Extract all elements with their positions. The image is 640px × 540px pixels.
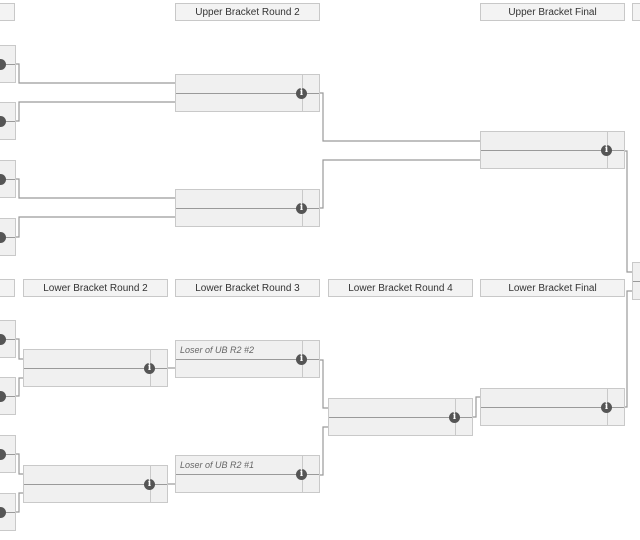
info-icon[interactable]: i (601, 402, 612, 413)
lb-r3-match-2[interactable]: Loser of UB R2 #1 i (175, 455, 320, 493)
round-header-lower-round-4: Lower Bracket Round 4 (328, 279, 473, 297)
lb-r2-match-1[interactable]: i (23, 349, 168, 387)
round-header-lower-final: Lower Bracket Final (480, 279, 625, 297)
info-icon[interactable]: i (296, 354, 307, 365)
info-icon[interactable]: i (296, 203, 307, 214)
ub-r1-match-1[interactable] (0, 45, 16, 83)
slot-top (329, 399, 457, 417)
info-icon[interactable] (0, 116, 6, 127)
slot-top (176, 75, 304, 93)
info-icon[interactable] (0, 334, 6, 345)
slot-top (24, 466, 152, 484)
slot-bottom (481, 151, 609, 169)
info-icon[interactable] (0, 449, 6, 460)
info-icon[interactable]: i (144, 363, 155, 374)
slot-top: Loser of UB R2 #2 (180, 345, 255, 355)
slot-bottom (481, 408, 609, 426)
slot-bottom (176, 360, 304, 378)
info-icon[interactable]: i (601, 145, 612, 156)
slot-bottom (176, 475, 304, 493)
slot-top: Loser of UB R2 #1 (180, 460, 255, 470)
lb-r1-match-2[interactable] (0, 377, 16, 415)
lb-r4-match[interactable]: i (328, 398, 473, 436)
info-icon[interactable]: i (144, 479, 155, 490)
slot-bottom (176, 209, 304, 227)
info-icon[interactable]: i (296, 469, 307, 480)
lb-r2-match-2[interactable]: i (23, 465, 168, 503)
info-icon[interactable] (0, 391, 6, 402)
round-header-right-upper (632, 3, 640, 21)
lb-final-match[interactable]: i (480, 388, 625, 426)
slot-bottom (24, 485, 152, 503)
grand-final-match[interactable] (632, 262, 640, 300)
ub-r1-match-4[interactable] (0, 218, 16, 256)
slot-top (24, 350, 152, 368)
slot-bottom (176, 94, 304, 112)
round-header-left-lower (0, 279, 15, 297)
info-icon[interactable] (0, 174, 6, 185)
lb-r1-match-1[interactable] (0, 320, 16, 358)
slot-bottom (24, 369, 152, 387)
round-header-upper-final: Upper Bracket Final (480, 3, 625, 21)
ub-r1-match-2[interactable] (0, 102, 16, 140)
ub-r2-match-1[interactable]: i (175, 74, 320, 112)
slot-bottom (329, 418, 457, 436)
lb-r1-match-3[interactable] (0, 435, 16, 473)
info-icon[interactable]: i (296, 88, 307, 99)
slot-top (176, 190, 304, 208)
info-icon[interactable] (0, 507, 6, 518)
round-header-lower-round-2: Lower Bracket Round 2 (23, 279, 168, 297)
slot-top (481, 132, 609, 150)
info-icon[interactable] (0, 232, 6, 243)
ub-r1-match-3[interactable] (0, 160, 16, 198)
round-header-left-upper (0, 3, 15, 21)
round-header-upper-round-2: Upper Bracket Round 2 (175, 3, 320, 21)
ub-r2-match-2[interactable]: i (175, 189, 320, 227)
round-header-lower-round-3: Lower Bracket Round 3 (175, 279, 320, 297)
lb-r1-match-4[interactable] (0, 493, 16, 531)
slot-top (481, 389, 609, 407)
ub-final-match[interactable]: i (480, 131, 625, 169)
lb-r3-match-1[interactable]: Loser of UB R2 #2 i (175, 340, 320, 378)
info-icon[interactable]: i (449, 412, 460, 423)
info-icon[interactable] (0, 59, 6, 70)
